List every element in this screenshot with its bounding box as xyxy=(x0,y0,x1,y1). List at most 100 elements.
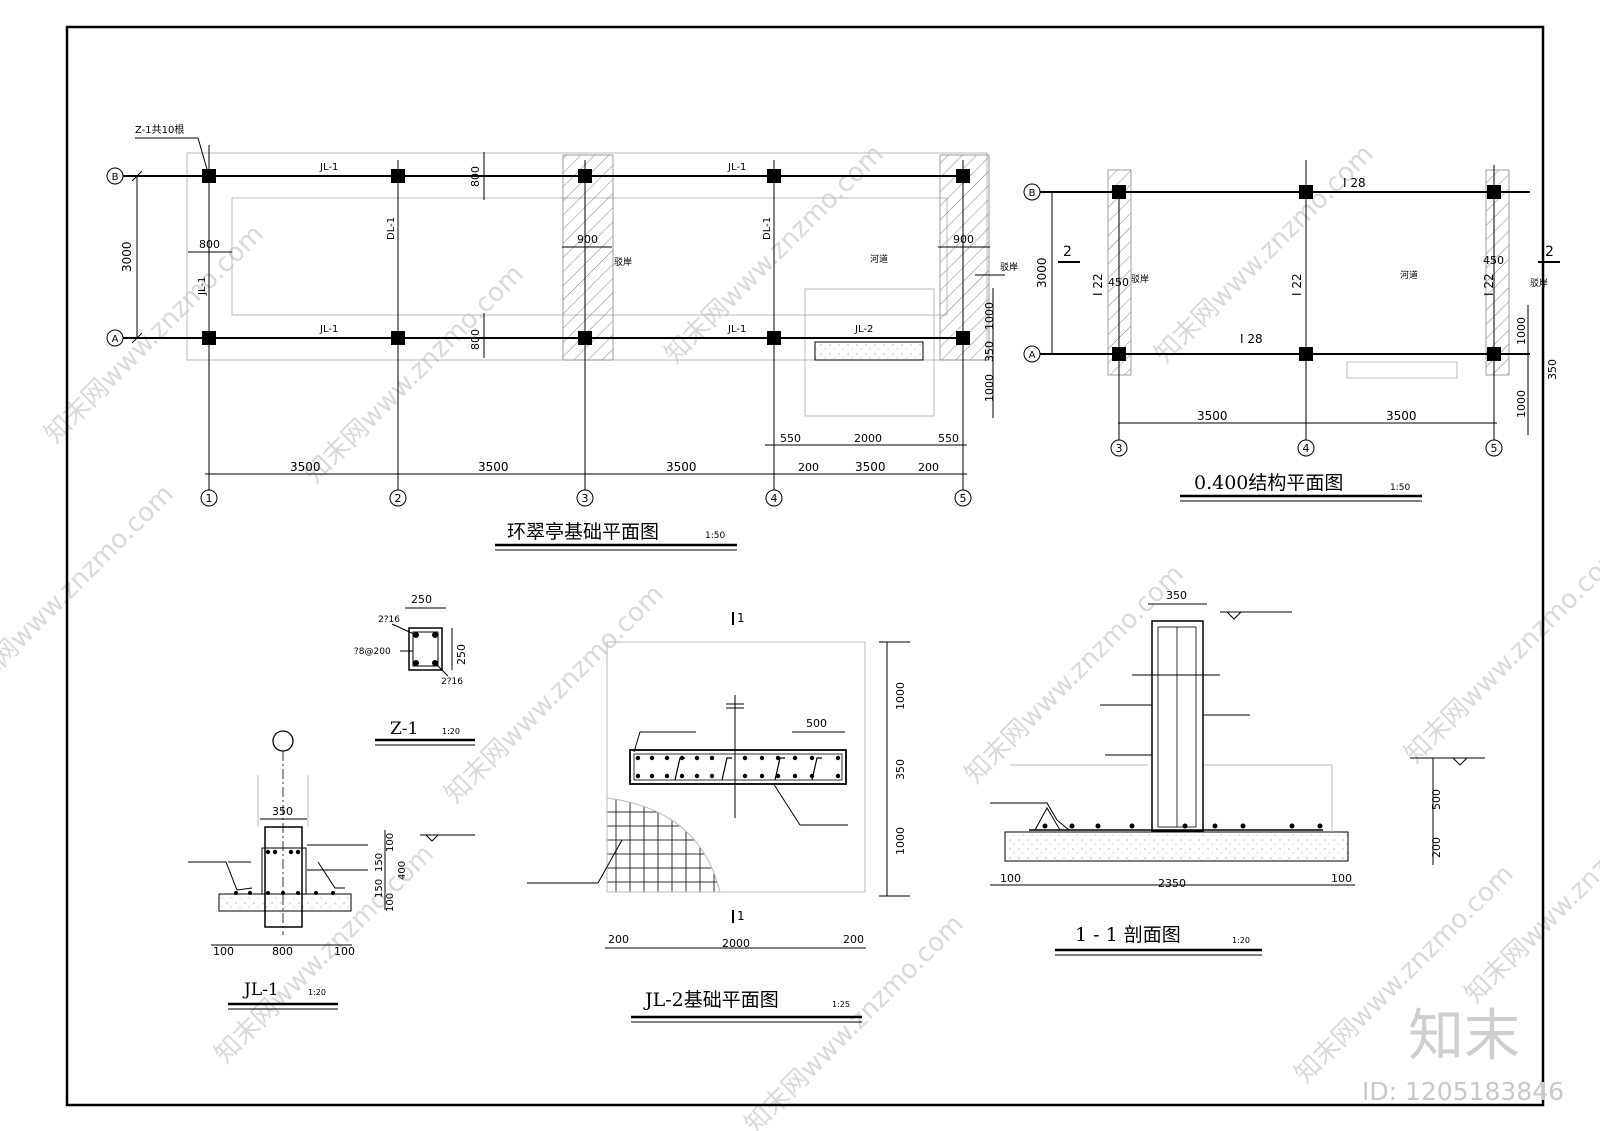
structure-plan-title-block: 0.400结构平面图 1:50 xyxy=(1180,472,1422,502)
rebar-dot xyxy=(331,891,335,895)
jl1-height-150-a: 150 xyxy=(374,853,385,872)
dim-span-3: 3500 xyxy=(666,460,697,474)
dim-1000-top-2: 1000 xyxy=(1515,317,1528,345)
axis-bubble xyxy=(106,329,124,347)
column-square xyxy=(1487,185,1501,199)
beam-label-dl1-2: DL-1 xyxy=(386,217,397,240)
rebar-dot xyxy=(1069,823,1075,829)
column-square xyxy=(202,169,216,183)
axis-label: 1 xyxy=(206,492,213,505)
section-mark-left: 2 xyxy=(1063,244,1072,260)
rebar-dot xyxy=(296,891,300,895)
rebar-dot xyxy=(792,773,798,779)
rebar-dot xyxy=(1129,823,1135,829)
rebar-dot xyxy=(266,891,270,895)
jl2-width-200-left: 200 xyxy=(608,933,629,946)
axis-label: 4 xyxy=(1303,442,1310,455)
rebar-dot xyxy=(742,755,748,761)
axis-bubble xyxy=(1023,345,1041,363)
watermark-text: 知末网www.znzmo.com xyxy=(39,219,270,450)
watermark-text: 知末网www.znzmo.com xyxy=(959,559,1190,790)
axis-label: 5 xyxy=(960,492,967,505)
river-label-2: 河道 xyxy=(1400,269,1418,281)
jl2-height-1000-top: 1000 xyxy=(894,682,907,710)
dim-1000-bottom-2: 1000 xyxy=(1515,390,1528,418)
axis-label: 5 xyxy=(1491,442,1498,455)
section-scale: 1:20 xyxy=(1232,936,1250,945)
z1-stirrup: ?8@200 xyxy=(354,647,391,657)
z1-rebar-bottom: 2?16 xyxy=(441,677,463,687)
foundation-plan-scale: 1:50 xyxy=(705,531,725,541)
rebar-dot xyxy=(709,773,715,779)
sec-width-100-right: 100 xyxy=(1331,872,1352,885)
dim-550-right: 550 xyxy=(938,432,959,445)
stirrup-tick xyxy=(721,757,732,781)
bank-label-3: 驳岸 xyxy=(1131,274,1149,285)
z1-title: Z-1 xyxy=(390,719,418,739)
z1-size-top: 250 xyxy=(411,593,432,606)
axis-bubble xyxy=(1110,439,1128,457)
rebar-dot xyxy=(694,773,700,779)
foundation-plan-columns xyxy=(202,169,970,345)
rebar-dot xyxy=(694,755,700,761)
section-1-1 xyxy=(990,603,1485,956)
rebar-dot xyxy=(759,755,765,761)
axis-bubble xyxy=(200,489,218,507)
beam-label-jl2: JL-2 xyxy=(854,324,873,335)
dim-900-left: 900 xyxy=(577,233,598,246)
dim-450-right: 450 xyxy=(1483,254,1504,267)
rebar-dot xyxy=(835,755,841,761)
rebar-dot xyxy=(281,891,285,895)
jl2-title: JL-2基础平面图 xyxy=(643,989,779,1011)
watermark-text: 知末网www.znzmo.com xyxy=(1149,139,1380,370)
axis-bubble xyxy=(1485,439,1503,457)
jl1-width-100-left: 100 xyxy=(213,945,234,958)
jl2-rebars xyxy=(635,755,841,781)
rebar-dot xyxy=(635,773,641,779)
dim-550-left: 550 xyxy=(780,432,801,445)
dim-span-2a: 3500 xyxy=(1197,409,1228,423)
structure-plan xyxy=(1030,160,1560,440)
dim-span-4: 3500 xyxy=(855,460,886,474)
axis-bubble xyxy=(389,489,407,507)
axis-bubble xyxy=(765,489,783,507)
steel-beam-bottom: I 28 xyxy=(1240,332,1263,346)
column-note: Z-1共10根 xyxy=(135,123,184,136)
sec-width-100-left: 100 xyxy=(1000,872,1021,885)
river-label: 河道 xyxy=(870,253,888,265)
logo-watermark: 知末 xyxy=(1408,1004,1520,1069)
dim-depth: 3000 xyxy=(120,241,134,272)
bank-label-4: 驳岸 xyxy=(1530,278,1548,289)
rebar-dot xyxy=(775,755,781,761)
jl2-cut-top: 1 xyxy=(737,611,745,625)
rebar-dot xyxy=(288,849,294,855)
rebar-dot xyxy=(1289,823,1295,829)
dim-span-1: 3500 xyxy=(290,460,321,474)
rebar-dot xyxy=(835,773,841,779)
axis-bubble xyxy=(954,489,972,507)
axis-label: 2 xyxy=(395,492,402,505)
structure-plan-scale: 1:50 xyxy=(1390,483,1410,493)
foundation-plan-title: 环翠亭基础平面图 xyxy=(507,521,659,543)
axis-label: 3 xyxy=(582,492,589,505)
beam-label-jl1-vert: JL-1 xyxy=(197,277,208,296)
jl1-title: JL-1 xyxy=(242,980,279,1000)
stirrup-tick xyxy=(774,757,785,781)
dim-span-2b: 3500 xyxy=(1386,409,1417,423)
beam-label-jl1-a2: JL-1 xyxy=(727,324,746,335)
column-square xyxy=(1487,347,1501,361)
jl2-height-1000-bottom: 1000 xyxy=(894,827,907,855)
drawing-frame xyxy=(65,25,1545,1107)
rebar-dot xyxy=(295,849,301,855)
column-square xyxy=(1299,185,1313,199)
watermark-text: 知末网www.znzmo.com xyxy=(1399,539,1600,770)
dim-900-right: 900 xyxy=(953,233,974,246)
jl2-scale: 1:25 xyxy=(832,1000,850,1009)
foundation-plan xyxy=(120,137,1005,490)
rebar-dot xyxy=(649,773,655,779)
id-watermark: ID: 1205183846 xyxy=(1362,1077,1564,1106)
bank-label-2: 驳岸 xyxy=(1000,262,1018,273)
section-title: 1 - 1 剖面图 xyxy=(1075,924,1181,946)
